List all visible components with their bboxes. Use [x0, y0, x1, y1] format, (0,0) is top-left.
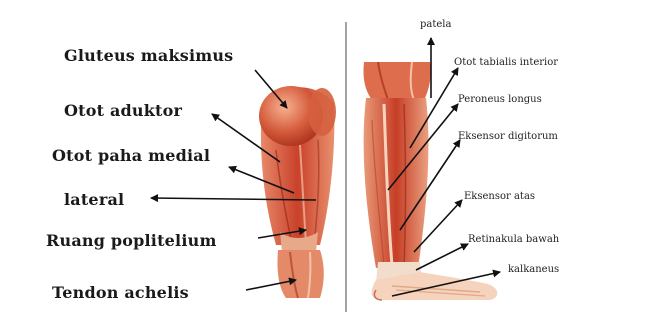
label-eksensor-atas: Eksensor atas [464, 191, 535, 202]
label-peroneus-longus: Peroneus longus [458, 94, 542, 105]
label-patela: patela [420, 19, 451, 30]
label-eksensor-digitorum: Eksensor digitorum [458, 131, 558, 142]
posterior-leg-illustration [259, 86, 336, 298]
label-ruang-poplitelium: Ruang poplitelium [46, 231, 217, 250]
arrow-retinakula [416, 244, 468, 270]
label-gluteus-maksimus: Gluteus maksimus [64, 46, 233, 65]
label-lateral: lateral [64, 190, 124, 209]
label-otot-tabialis-interior: Otot tabialis interior [454, 57, 558, 68]
label-otot-paha-medial: Otot paha medial [52, 146, 210, 165]
label-otot-aduktor: Otot aduktor [64, 101, 182, 120]
label-kalkaneus: kalkaneus [508, 264, 559, 275]
label-tendon-achelis: Tendon achelis [52, 283, 189, 302]
label-retinakula-bawah: Retinakula bawah [468, 234, 559, 245]
